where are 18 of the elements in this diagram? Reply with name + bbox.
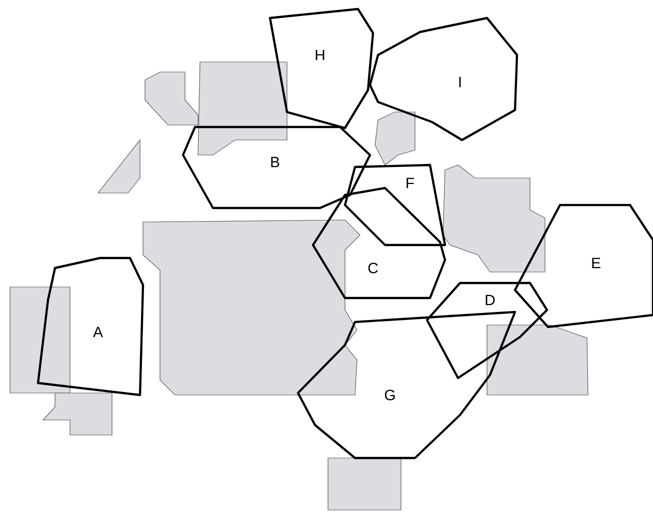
outlined-region: G <box>296 310 516 460</box>
shaded-polygon <box>442 164 546 272</box>
shaded-polygon <box>42 392 112 436</box>
shaded-polygon <box>328 458 402 510</box>
shaded-polygon <box>198 62 288 156</box>
shaded-polygon <box>144 72 198 126</box>
outlined-region: H <box>268 8 374 130</box>
outlined-region: I <box>368 16 518 142</box>
outlined-region: C <box>312 186 446 300</box>
outlined-region: A <box>36 256 144 396</box>
outlined-region: F <box>344 164 446 246</box>
shaded-polygon <box>10 286 70 394</box>
outlined-region: D <box>426 282 548 380</box>
shaded-polygon <box>486 324 588 396</box>
shaded-polygon <box>374 112 416 166</box>
outlined-region: E <box>514 204 653 328</box>
shaded-polygon <box>142 220 360 396</box>
outlined-region: B <box>182 126 372 210</box>
